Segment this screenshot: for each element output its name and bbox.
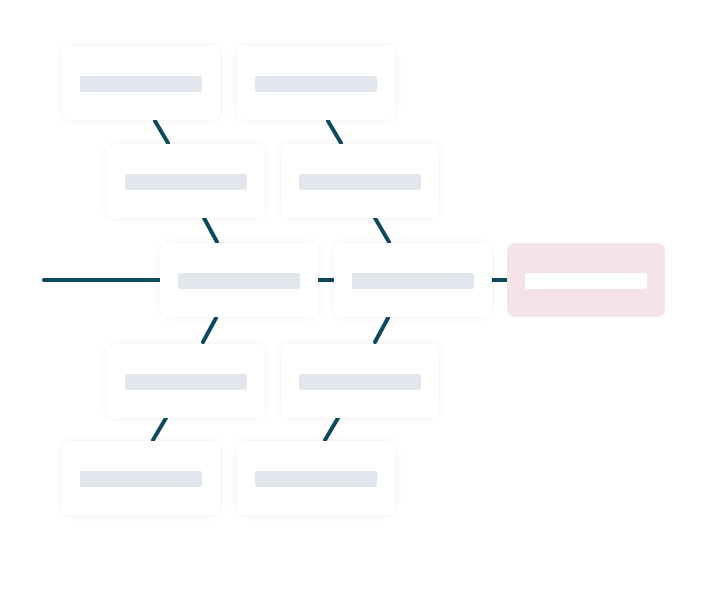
cause-label-placeholder (178, 273, 300, 289)
cause-label-placeholder (299, 174, 421, 190)
cause-box-bottom-outer-1[interactable] (62, 441, 220, 515)
cause-label-placeholder (299, 374, 421, 390)
cause-box-bottom-inner-2[interactable] (281, 344, 439, 418)
bone-top-left-lower (202, 216, 219, 244)
cause-box-top-inner-2[interactable] (281, 144, 439, 218)
cause-label-placeholder (80, 76, 202, 92)
cause-label-placeholder (255, 76, 377, 92)
cause-label-placeholder (125, 374, 247, 390)
cause-box-top-outer-2[interactable] (237, 46, 395, 120)
spine-box-2[interactable] (334, 243, 492, 317)
bone-bottom-right-upper (373, 316, 390, 344)
cause-box-top-inner-1[interactable] (107, 144, 265, 218)
bone-bottom-left-lower (151, 416, 168, 442)
effect-head-box[interactable] (507, 243, 665, 317)
bone-bottom-left-upper (201, 316, 218, 344)
cause-box-bottom-outer-2[interactable] (237, 441, 395, 515)
bone-top-right-upper (326, 119, 343, 145)
cause-label-placeholder (255, 471, 377, 487)
bone-top-left-upper (153, 119, 170, 145)
cause-label-placeholder (125, 174, 247, 190)
effect-label-placeholder (525, 273, 647, 289)
spine-box-1[interactable] (160, 243, 318, 317)
cause-box-bottom-inner-1[interactable] (107, 344, 265, 418)
cause-label-placeholder (80, 471, 202, 487)
bone-top-right-lower (373, 216, 391, 244)
cause-box-top-outer-1[interactable] (62, 46, 220, 120)
bone-bottom-right-lower (323, 416, 340, 442)
cause-label-placeholder (352, 273, 474, 289)
